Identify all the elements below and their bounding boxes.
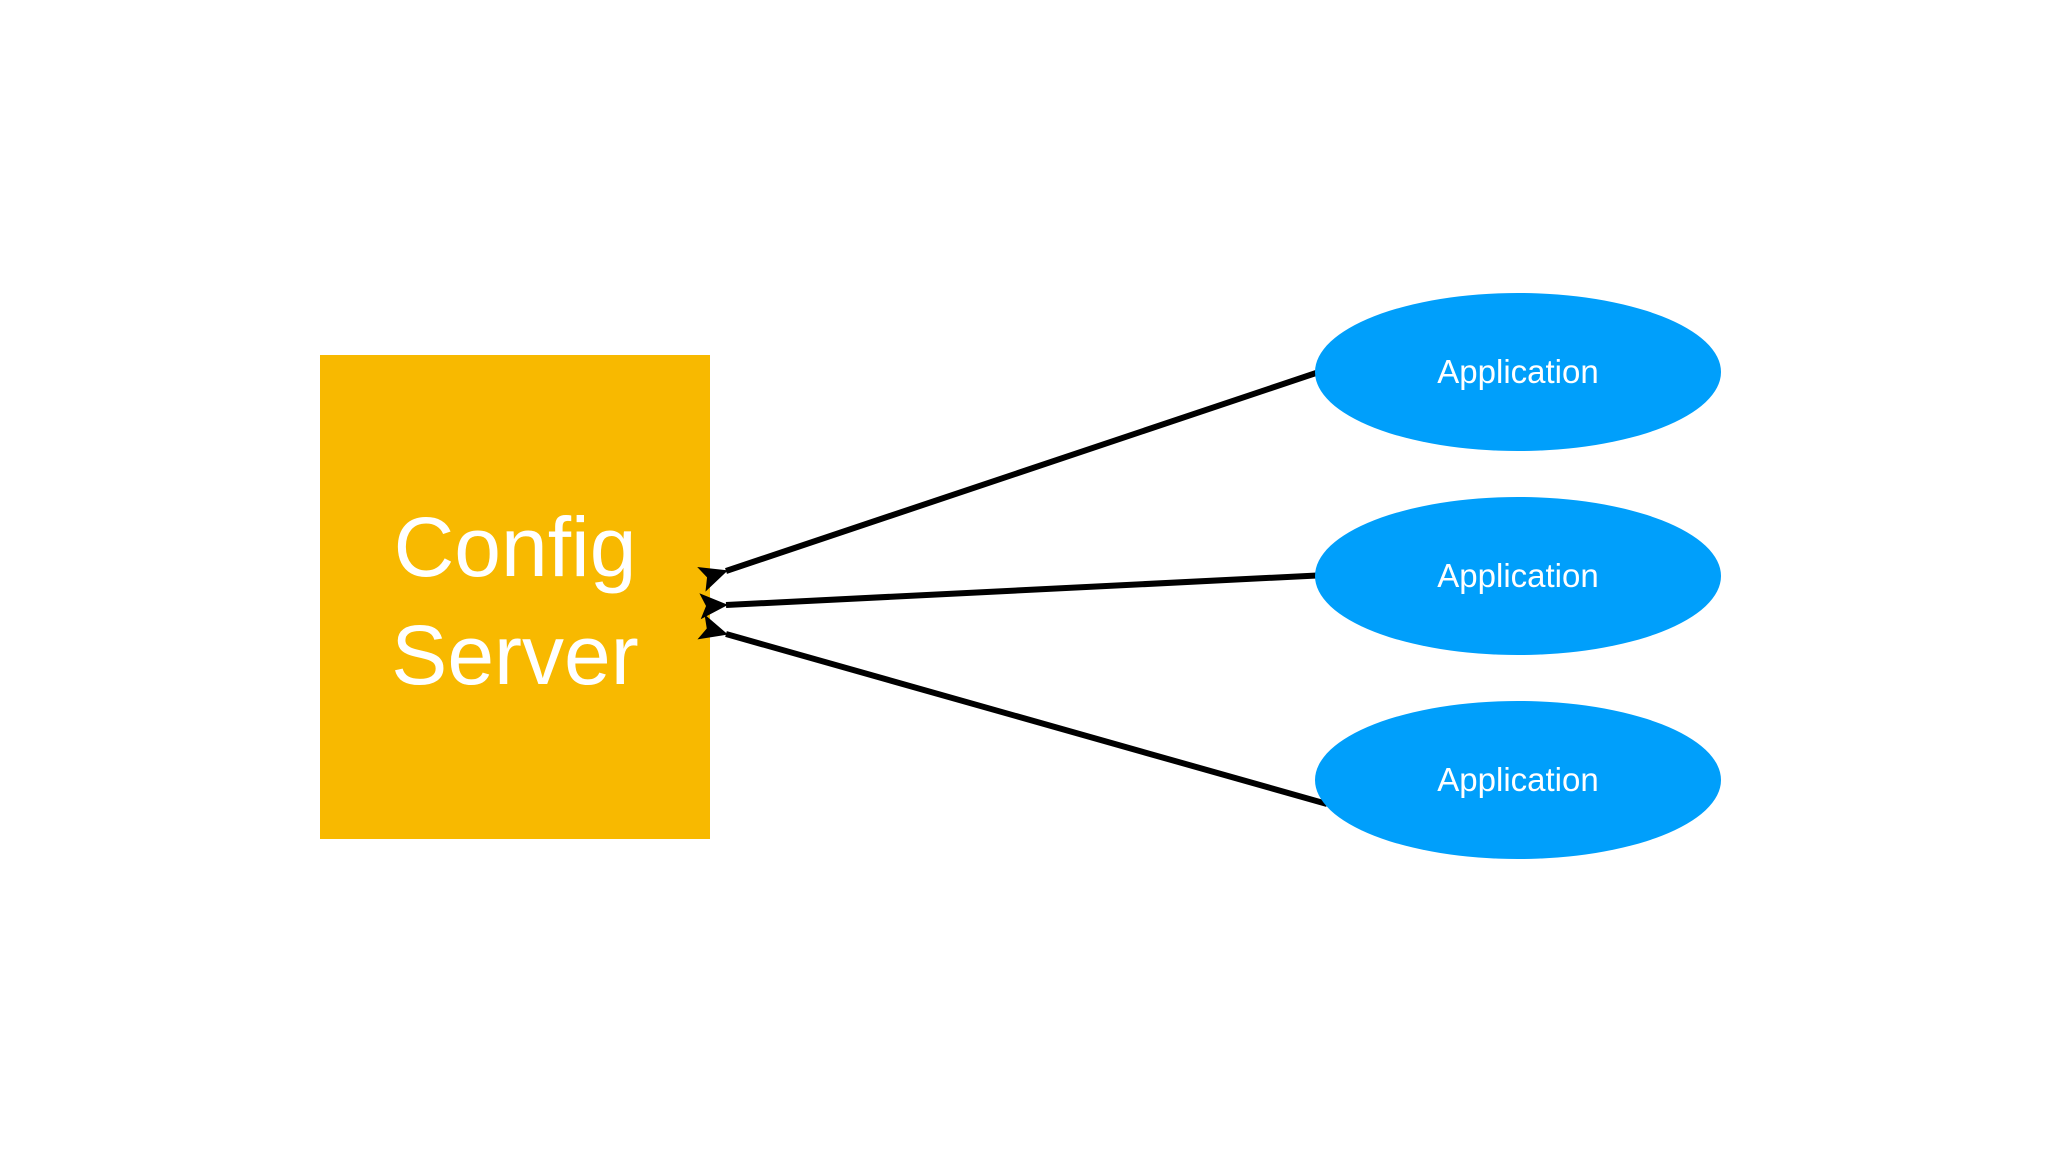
application-node-1: Application [1315, 293, 1721, 451]
arrow-app2-to-server [699, 572, 1328, 620]
config-server-node: Config Server [320, 355, 710, 839]
config-server-label-line2: Server [391, 608, 638, 702]
arrow-app3-to-server [697, 614, 1328, 807]
application-label: Application [1437, 761, 1598, 798]
application-node-2: Application [1315, 497, 1721, 655]
config-server-box [320, 355, 710, 839]
application-label: Application [1437, 353, 1598, 390]
application-ellipse [1315, 701, 1721, 859]
connectors [697, 367, 1328, 807]
arrow-app1-to-server [697, 367, 1326, 592]
application-node-3: Application [1315, 701, 1721, 859]
config-server-label-line1: Config [394, 500, 637, 594]
application-ellipse [1315, 497, 1721, 655]
application-label: Application [1437, 557, 1598, 594]
application-ellipse [1315, 293, 1721, 451]
